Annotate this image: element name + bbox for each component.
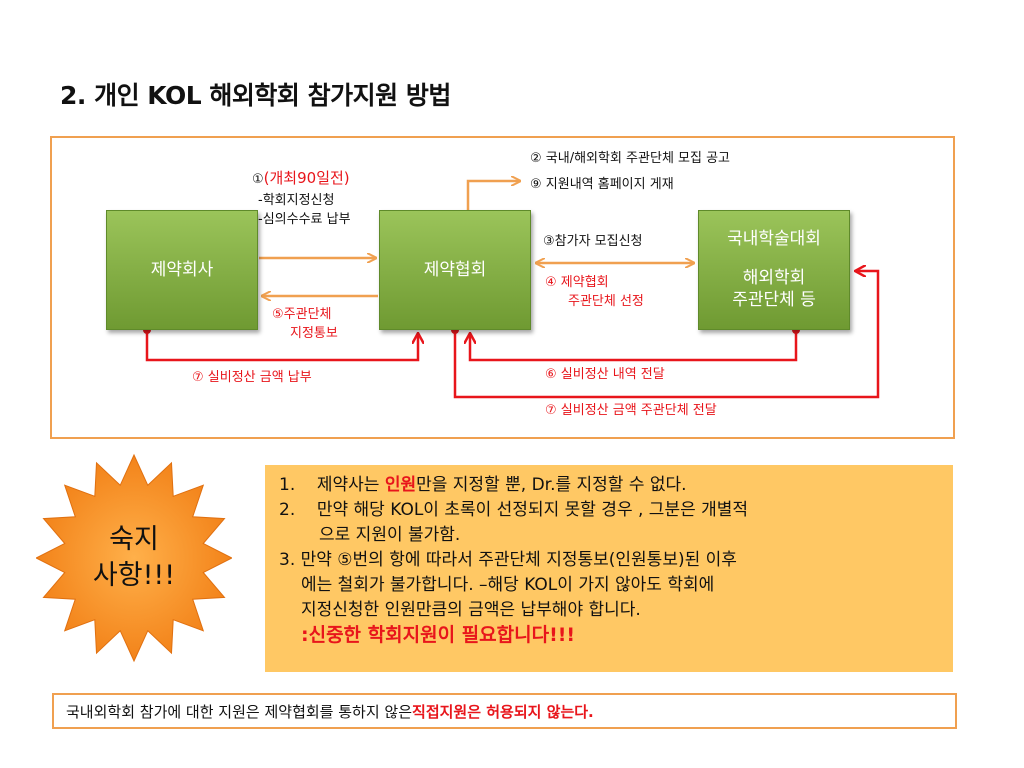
notice-line2: 사항!!! <box>92 560 176 591</box>
label-step4-line1: ④ 제약협회 <box>545 275 609 290</box>
label-step2: ② 국내/해외학회 주관단체 모집 공고 <box>530 151 731 166</box>
notice-starburst: 숙지 사항!!! <box>34 453 234 663</box>
notes-box: 1. 제약사는 인원만을 지정할 뿐, Dr.를 지정할 수 없다. 2. 만약… <box>265 465 953 672</box>
starburst-shape <box>34 453 234 663</box>
label-step7a: ⑦ 실비정산 금액 납부 <box>192 370 312 385</box>
label-step5-line2: 지정통보 <box>290 326 338 341</box>
label-step5-line1: ⑤주관단체 <box>272 307 332 322</box>
note-item1: 1. 제약사는 인원만을 지정할 뿐, Dr.를 지정할 수 없다. <box>279 473 939 498</box>
note-item1-highlight: 인원 <box>384 475 417 495</box>
arrow-association-to-announcement <box>466 181 520 210</box>
bottom-pre: 국내외학회 참가에 대한 지원은 제약협회를 통하지 않은 <box>66 702 413 721</box>
arrow-payment-pharma-to-association <box>145 330 418 362</box>
bottom-statement: 국내외학회 참가에 대한 지원은 제약협회를 통하지 않은 직접지원은 허용되지… <box>52 693 957 729</box>
node-academic: 국내학술대회 해외학회 주관단체 등 <box>698 210 850 330</box>
note-item3-c: 지정신청한 인원만큼의 금액은 납부해야 합니다. <box>301 600 641 620</box>
label-step1-sub1: -학회지정신청 <box>258 193 335 208</box>
label-step3: ③참가자 모집신청 <box>543 234 643 249</box>
diagram-frame <box>50 136 955 439</box>
note-item2-a: 만약 해당 KOL이 초록이 선정되지 못할 경우 , 그분은 개별적 <box>316 500 749 520</box>
notice-text: 숙지 사항!!! <box>36 453 232 663</box>
note-item1-num: 1. <box>279 475 296 495</box>
label-step7b: ⑦ 실비정산 금액 주관단체 전달 <box>545 403 717 418</box>
node-pharma-label: 제약회사 <box>150 259 214 280</box>
page-title: 2. 개인 KOL 해외학회 참가지원 방법 <box>60 81 451 110</box>
note-item3-b: 에는 철회가 불가합니다. –해당 KOL이 가지 않아도 학회에 <box>301 575 715 595</box>
label-step1: ①(개최90일전) <box>252 168 350 189</box>
note-item1-post: 만을 지정할 뿐, Dr.를 지정할 수 없다. <box>416 475 687 495</box>
notice-line1: 숙지 <box>109 523 159 555</box>
node-association-label: 제약협회 <box>423 259 487 280</box>
label-step4-line2: 주관단체 선정 <box>568 294 644 309</box>
label-step1-sub2: -심의수수료 납부 <box>258 212 351 227</box>
label-step1-circle: ① <box>252 172 264 187</box>
note-item1-pre: 제약사는 <box>316 475 385 495</box>
label-step6: ⑥ 실비정산 내역 전달 <box>545 367 665 382</box>
note-item3-emphasis: :신중한 학회지원이 필요합니다!!! <box>301 624 576 646</box>
label-step1-main: (개최90일전) <box>263 169 350 187</box>
note-item2-num: 2. <box>279 500 296 520</box>
note-item2: 2. 만약 해당 KOL이 초록이 선정되지 못할 경우 , 그분은 개별적 <box>279 498 939 523</box>
node-academic-line3: 주관단체 등 <box>732 290 816 311</box>
node-academic-line1: 국내학술대회 <box>727 228 821 249</box>
node-pharma: 제약회사 <box>106 210 258 330</box>
arrow-transfer-association-to-academic <box>453 271 880 399</box>
note-item2-b: 으로 지원이 불가함. <box>319 525 461 545</box>
node-association: 제약협회 <box>379 210 531 330</box>
bottom-highlight: 직접지원은 허용되지 않는다. <box>412 702 594 721</box>
arrow-settlement-academic-to-association <box>470 330 798 362</box>
label-step9: ⑨ 지원내역 홈페이지 게재 <box>530 177 674 192</box>
note-item3-a: 3. 만약 ⑤번의 항에 따라서 주관단체 지정통보(인원통보)된 이후 <box>279 550 737 570</box>
node-academic-line2: 해외학회 <box>742 267 806 288</box>
